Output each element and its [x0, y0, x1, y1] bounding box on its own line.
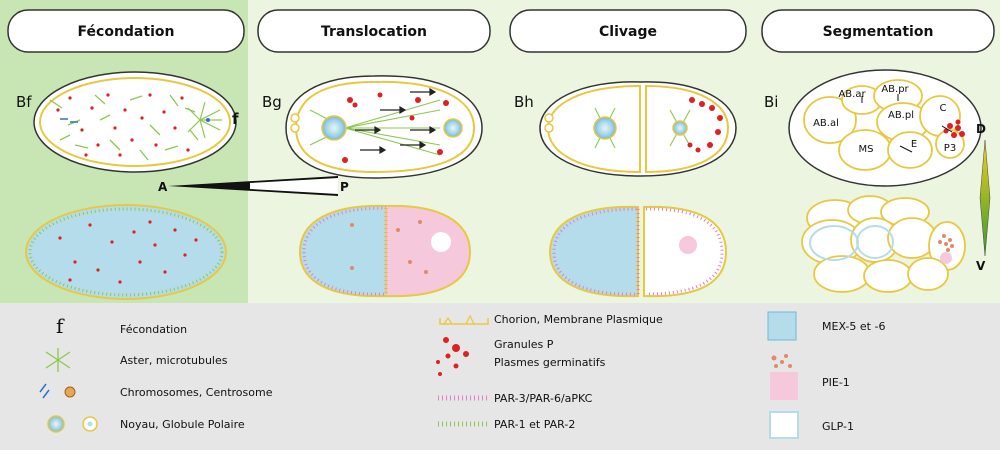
embryo-bf-bottom	[25, 204, 227, 300]
legend-mex: MEX-5 et -6	[822, 320, 885, 333]
legend-pie: PIE-1	[822, 376, 850, 389]
bi-bottom-inner	[809, 225, 954, 264]
panel-label-bi: Bi	[764, 93, 778, 111]
panel-label-bh: Bh	[514, 93, 534, 111]
polar-bodies-bg	[290, 113, 300, 133]
granules-bf	[56, 93, 190, 157]
legend-par3: PAR-3/PAR-6/aPKC	[494, 392, 593, 405]
embryo-bh-bottom	[548, 205, 728, 298]
marker-a: A	[158, 180, 168, 194]
panel-label-bg: Bg	[262, 93, 282, 111]
legend-par1: PAR-1 et PAR-2	[494, 418, 575, 431]
microtubules-bf	[49, 94, 199, 161]
header-clivage: Clivage	[509, 9, 747, 53]
legend-noyau-icon	[47, 415, 98, 433]
header-translocation: Translocation	[257, 9, 491, 53]
header-segmentation: Segmentation	[761, 9, 995, 53]
marker-d: D	[976, 122, 986, 136]
embryo-bi-bottom	[801, 195, 966, 293]
legend-f-symbol: f	[56, 314, 65, 338]
chromosomes-bf	[60, 118, 78, 123]
header-translocation-text: Translocation	[321, 24, 427, 40]
cell-p3: P3	[944, 143, 956, 154]
legend-bg	[0, 303, 1000, 450]
legend-granules-2: Plasmes germinatifs	[494, 356, 606, 369]
legend-chorion: Chorion, Membrane Plasmique	[494, 313, 663, 326]
embryo-bf-top	[33, 71, 237, 173]
header-fecondation-text: Fécondation	[78, 24, 175, 40]
legend-aster: Aster, microtubules	[120, 354, 228, 367]
legend-noyau: Noyau, Globule Polaire	[120, 418, 245, 431]
legend-chromosomes: Chromosomes, Centrosome	[120, 386, 273, 399]
legend-glp-swatch	[769, 411, 799, 439]
ap-axis-wedge	[168, 176, 338, 196]
cell-abpr: AB.pr	[881, 84, 909, 95]
legend-mex-swatch	[767, 311, 797, 341]
dv-axis-bar	[979, 139, 991, 257]
legend-aster-icon	[45, 348, 71, 372]
cell-abar: AB.ar	[838, 89, 866, 100]
legend-chorion-icon	[439, 314, 489, 325]
marker-v: V	[976, 259, 986, 273]
header-segmentation-text: Segmentation	[823, 24, 934, 40]
embryo-bh-top	[539, 81, 737, 177]
panel-label-bf: Bf	[16, 93, 32, 111]
legend-chromosome-icon	[39, 383, 76, 399]
cell-abpl: AB.pl	[888, 110, 914, 121]
embryo-bg-top	[285, 75, 483, 179]
legend-fecondation: Fécondation	[120, 323, 187, 336]
marker-p: P	[340, 180, 349, 194]
header-clivage-text: Clivage	[599, 24, 657, 40]
cell-e: E	[911, 139, 917, 150]
legend: f Fécondation Aster, microtubules Chromo…	[39, 311, 885, 439]
header-fecondation: Fécondation	[7, 9, 245, 53]
embryo-bi-top	[788, 69, 982, 187]
legend-granules-icon	[436, 337, 469, 376]
cell-c: C	[940, 103, 947, 114]
legend-granules-1: Granules P	[494, 338, 554, 351]
embryo-bg-bottom	[298, 204, 472, 298]
legend-pie-icon	[770, 354, 798, 400]
aster-bf	[187, 101, 222, 139]
legend-glp: GLP-1	[822, 420, 854, 433]
marker-f: f	[232, 110, 239, 128]
cell-abal: AB.al	[813, 118, 839, 129]
cell-ms: MS	[859, 144, 874, 155]
